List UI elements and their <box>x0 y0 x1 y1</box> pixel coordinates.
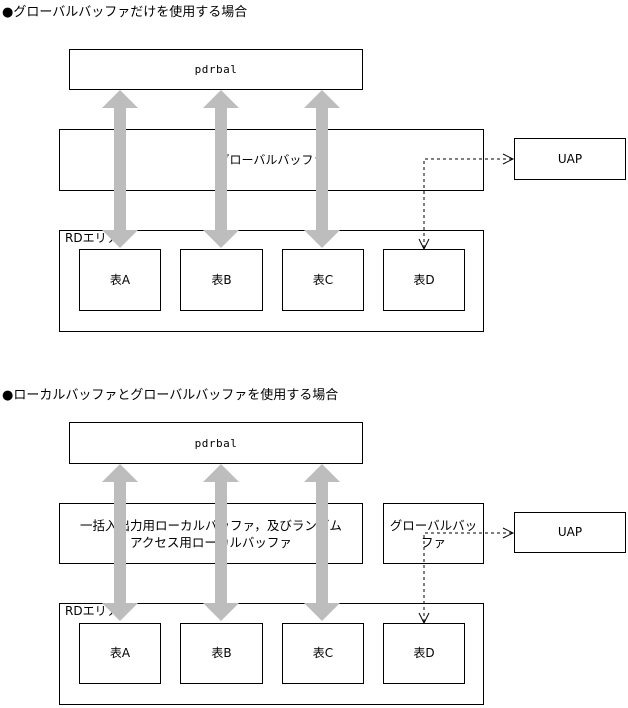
diagram2-global-buffer-line1: グローバルバッ <box>389 517 478 533</box>
diagram2-uap-arrowhead <box>502 527 515 539</box>
diagram2-table-b-label: 表B <box>211 646 232 660</box>
diagram2-uap-label: UAP <box>557 525 583 539</box>
diagram2-table-c: 表C <box>282 623 364 684</box>
diagram1-rd-area-label: RDエリア <box>64 231 120 245</box>
diagram2-local-buffer-line1: 一括入出力用ローカルバッファ，及びランダム <box>80 517 342 533</box>
diagram1-rd-area <box>59 230 484 332</box>
diagram2-table-a-label: 表A <box>109 646 131 660</box>
diagram2-pdrbal-box: pdrbal <box>69 422 363 464</box>
diagram2-table-b: 表B <box>180 623 263 684</box>
diagram2-global-buffer-line2: ファ <box>420 534 446 550</box>
diagram2-rd-area <box>59 603 484 705</box>
diagram2-local-buffer-line2: アクセス用ローカルバッファ <box>130 534 292 550</box>
diagram1-uap-arrowhead <box>502 153 515 165</box>
diagram2-local-buffer-box: 一括入出力用ローカルバッファ，及びランダム アクセス用ローカルバッファ <box>59 503 363 564</box>
diagram2-table-d: 表D <box>383 623 465 684</box>
diagram1-uap-box: UAP <box>514 138 626 180</box>
diagram2-table-d-label: 表D <box>413 646 435 660</box>
diagram1-table-d: 表D <box>383 249 465 311</box>
diagram1-table-a: 表A <box>79 249 161 311</box>
diagram1-uap-label: UAP <box>557 151 583 166</box>
diagram2-table-a: 表A <box>79 623 161 684</box>
diagram1-table-c: 表C <box>282 249 364 311</box>
diagram1-global-buffer-label: グローバルバッファ <box>217 152 326 167</box>
diagram1-heading: ●グローバルバッファだけを使用する場合 <box>2 5 248 20</box>
diagram2-global-buffer-box: グローバルバッ ファ <box>383 503 484 564</box>
diagram2-table-c-label: 表C <box>312 646 334 660</box>
diagram1-global-buffer-box: グローバルバッファ <box>59 129 484 191</box>
diagram1-table-b-label: 表B <box>211 272 232 287</box>
diagram1-table-d-label: 表D <box>413 272 435 287</box>
diagram1-table-b: 表B <box>180 249 263 311</box>
diagram1-table-c-label: 表C <box>312 272 334 287</box>
diagram1-table-a-label: 表A <box>109 272 131 287</box>
diagram2-pdrbal-label: pdrbal <box>194 436 238 450</box>
diagram2-heading: ●ローカルバッファとグローバルバッファを使用する場合 <box>2 388 339 403</box>
diagram1-pdrbal-box: pdrbal <box>69 49 363 90</box>
diagram1-pdrbal-label: pdrbal <box>194 63 238 76</box>
diagram2-rd-area-label: RDエリア <box>64 604 120 618</box>
diagram2-uap-box: UAP <box>514 512 626 553</box>
